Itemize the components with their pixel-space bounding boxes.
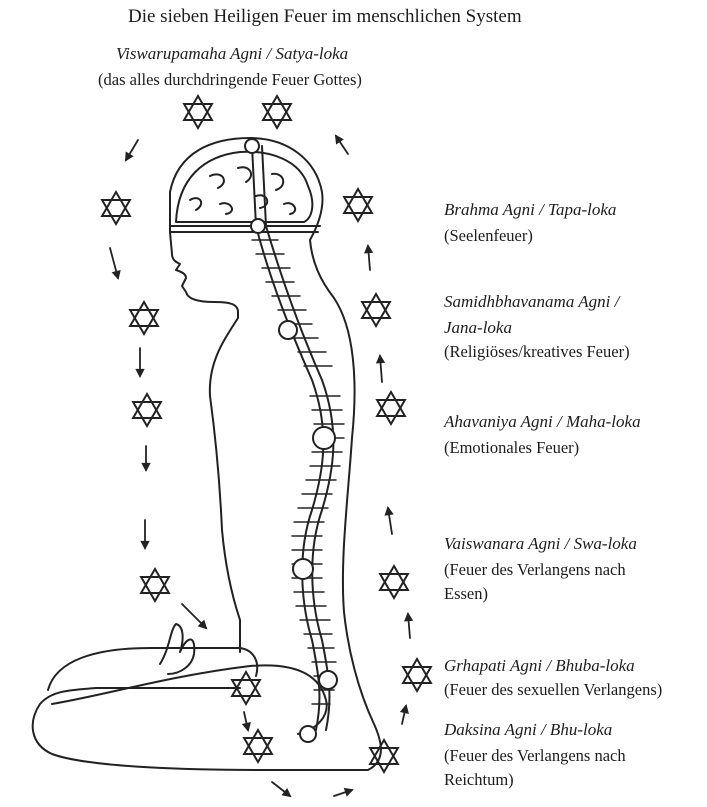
star-of-david-icon bbox=[401, 657, 433, 693]
fire-label-name-cont: Jana-loka bbox=[444, 318, 512, 337]
chakra-point bbox=[292, 558, 314, 580]
arrow-icon bbox=[141, 445, 151, 472]
star-of-david-icon bbox=[378, 564, 410, 600]
star-of-david-icon bbox=[375, 390, 407, 426]
arrow-icon bbox=[404, 612, 414, 639]
arrow-icon bbox=[271, 781, 292, 798]
star-of-david-icon bbox=[360, 292, 392, 328]
star-of-david-icon bbox=[261, 94, 293, 130]
arrow-icon bbox=[140, 519, 150, 550]
fire-label-desc: (Religiöses/kreatives Feuer) bbox=[444, 342, 630, 361]
chakra-point bbox=[312, 426, 336, 450]
fire-label-name: Grhapati Agni / Bhuba-loka bbox=[444, 656, 635, 675]
chakra-point bbox=[278, 320, 298, 340]
arrow-icon bbox=[364, 244, 374, 271]
fire-label-desc: (Emotionales Feuer) bbox=[444, 438, 580, 457]
brain bbox=[175, 150, 314, 223]
legs bbox=[47, 647, 328, 735]
star-of-david-icon bbox=[128, 300, 160, 336]
star-of-david-icon bbox=[230, 670, 262, 706]
arrow-icon bbox=[135, 347, 145, 378]
fire-label-desc: (Seelenfeuer) bbox=[444, 226, 533, 245]
fire-label-desc-cont: Reichtum) bbox=[444, 770, 514, 789]
fire-label-desc-cont: Essen) bbox=[444, 584, 488, 603]
hand bbox=[159, 623, 196, 675]
arrow-icon bbox=[334, 134, 349, 155]
arrow-icon bbox=[241, 711, 251, 732]
arrow-icon bbox=[399, 704, 409, 725]
star-of-david-icon bbox=[182, 94, 214, 130]
fire-label-name: Viswarupamaha Agni / Satya-loka bbox=[116, 44, 349, 63]
star-of-david-icon bbox=[368, 738, 400, 774]
fire-label-desc: (das alles durchdringende Feuer Gottes) bbox=[98, 70, 362, 89]
arrow-icon bbox=[384, 506, 394, 535]
arrow-icon bbox=[375, 354, 386, 383]
star-of-david-icon bbox=[139, 567, 171, 603]
chakra-point bbox=[244, 138, 260, 154]
chakra-point bbox=[250, 218, 266, 234]
star-of-david-icon bbox=[242, 728, 274, 764]
arrow-icon bbox=[109, 247, 121, 280]
star-of-david-icon bbox=[342, 187, 374, 223]
spine bbox=[251, 145, 325, 731]
arrow-icon bbox=[181, 603, 208, 630]
fire-label-name: Samidhbhavanama Agni / bbox=[444, 292, 620, 311]
fire-label-name: Vaiswanara Agni / Swa-loka bbox=[444, 534, 637, 553]
page-title: Die sieben Heiligen Feuer im menschliche… bbox=[128, 6, 522, 27]
fire-label-desc: (Feuer des Verlangens nach bbox=[444, 746, 626, 765]
spine-inner bbox=[261, 145, 335, 731]
star-of-david-icon bbox=[100, 190, 132, 226]
fire-label-desc: (Feuer des sexuellen Verlangens) bbox=[444, 680, 663, 699]
chakra-point bbox=[318, 670, 338, 690]
fire-label-desc: (Feuer des Verlangens nach bbox=[444, 560, 626, 579]
arrow-icon bbox=[333, 787, 354, 797]
chakra-point bbox=[299, 725, 317, 743]
body-outline bbox=[31, 137, 382, 771]
fire-label-name: Brahma Agni / Tapa-loka bbox=[444, 200, 617, 219]
fire-label-name: Daksina Agni / Bhu-loka bbox=[444, 720, 613, 739]
arrow-icon bbox=[124, 139, 139, 162]
face-outline bbox=[169, 231, 241, 653]
star-of-david-icon bbox=[131, 392, 163, 428]
fire-label-name: Ahavaniya Agni / Maha-loka bbox=[444, 412, 641, 431]
